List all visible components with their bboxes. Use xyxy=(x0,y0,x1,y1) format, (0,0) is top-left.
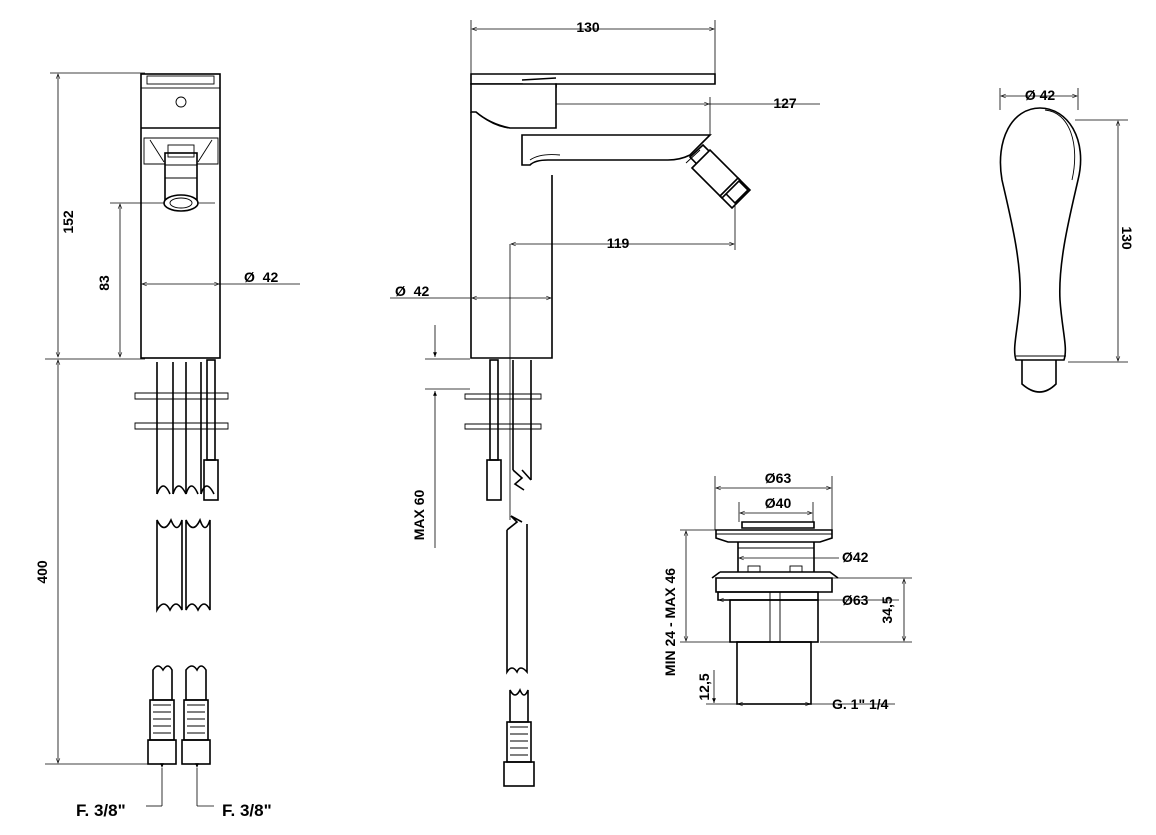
waste-flange xyxy=(711,565,839,643)
waste-cap-dimension: Ø63 xyxy=(714,470,833,530)
handle-diameter-dimension: Ø 42 xyxy=(999,87,1079,110)
front-hoses xyxy=(134,359,229,765)
front-height-label: 152 xyxy=(60,210,76,234)
side-lever xyxy=(470,73,716,129)
waste-thread-length-label: 12,5 xyxy=(696,673,712,700)
front-connector-callouts: F. 3/8" F. 3/8" xyxy=(76,763,272,820)
waste-thread-length-dimension: 12,5 xyxy=(696,670,737,705)
side-diameter-dimension: Ø 42 xyxy=(390,283,552,301)
front-view: 152 83 400 xyxy=(34,72,300,820)
waste-range-label: MIN 24 - MAX 46 xyxy=(662,568,678,676)
connector-left-label: F. 3/8" xyxy=(76,801,126,820)
waste-cap xyxy=(715,529,833,543)
handle-height-dimension: 130 xyxy=(1068,119,1135,363)
waste-cap-label: Ø63 xyxy=(765,470,792,486)
waste-flange-label: Ø63 xyxy=(842,592,869,608)
handle-base xyxy=(1021,360,1057,393)
waste-pipe-dimension: Ø42 xyxy=(738,549,869,565)
front-outlet-height-label: 83 xyxy=(96,275,112,291)
front-outlet xyxy=(163,144,199,212)
handle-lever xyxy=(999,107,1082,361)
handle-diameter-label: Ø 42 xyxy=(1025,87,1056,103)
side-spout xyxy=(521,134,752,210)
side-diameter-label: Ø 42 xyxy=(395,283,429,299)
lever-pivot xyxy=(175,96,187,108)
handle-height-label: 130 xyxy=(1119,226,1135,250)
front-outlet-height-dimension: 83 xyxy=(96,202,215,358)
connector-right-label: F. 3/8" xyxy=(222,801,272,820)
waste-inner-dimension: Ø40 xyxy=(738,495,814,522)
front-body xyxy=(140,73,221,359)
front-diameter-dimension: Ø 42 xyxy=(141,269,300,287)
waste-thread xyxy=(736,641,812,705)
front-hose-dimension: 400 xyxy=(34,358,160,765)
waste-flange-height-label: 34,5 xyxy=(879,596,895,623)
waste-inner-label: Ø40 xyxy=(765,495,792,511)
front-height-dimension: 152 xyxy=(50,72,145,358)
side-hoses xyxy=(464,359,542,787)
waste-flange-dimension: Ø63 xyxy=(718,592,899,608)
waste-range-dimension: MIN 24 - MAX 46 xyxy=(662,529,730,676)
waste-thread-dimension: G. 1" 1/4 xyxy=(737,696,895,712)
side-length-dimension: 130 xyxy=(470,19,716,74)
waste-flange-height-dimension: 34,5 xyxy=(820,577,912,643)
side-max-dimension: MAX 60 xyxy=(411,325,470,548)
side-outlet-label: 119 xyxy=(607,235,630,251)
side-max-label: MAX 60 xyxy=(411,490,427,541)
waste-thread-label: G. 1" 1/4 xyxy=(832,696,889,712)
side-view: 130 127 xyxy=(390,19,820,787)
side-reach-label: 127 xyxy=(773,95,797,111)
side-body xyxy=(470,112,553,359)
side-length-label: 130 xyxy=(576,19,600,35)
front-hose-label: 400 xyxy=(34,560,50,584)
waste-pipe-label: Ø42 xyxy=(842,549,869,565)
side-outlet-dimension: 119 xyxy=(509,206,736,520)
handle-view: Ø 42 130 xyxy=(999,87,1135,393)
waste-view: Ø63 Ø40 Ø42 xyxy=(662,470,912,712)
front-diameter-label: Ø 42 xyxy=(244,269,278,285)
